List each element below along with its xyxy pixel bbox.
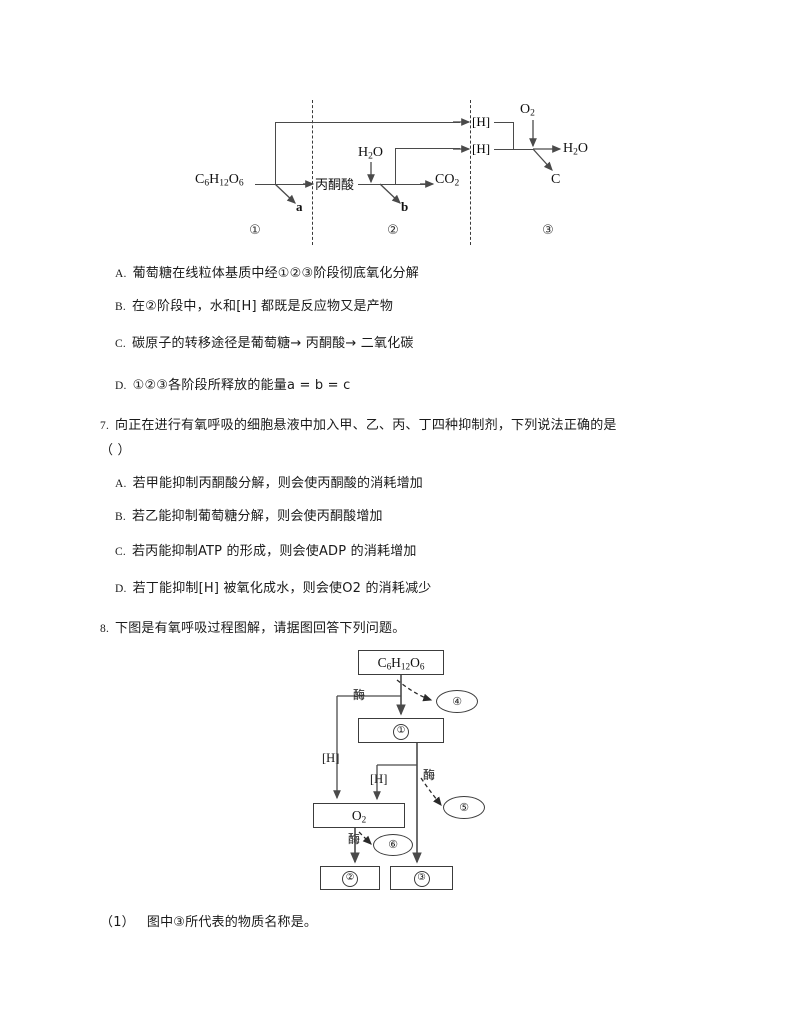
h-bracket-lower-label: [H] (472, 141, 491, 156)
co2-label: CO2 (435, 172, 460, 189)
q6-option-d: D. ①②③各阶段所释放的能量a = b = c (115, 375, 350, 396)
enzyme-label-1: 酶 (353, 688, 366, 702)
stage-number-3: ③ (542, 223, 554, 238)
q6-option-b-text: 在②阶段中，水和[H] 都既是反应物又是产物 (131, 299, 394, 314)
q7-stem-text: 向正在进行有氧呼吸的细胞悬液中加入甲、乙、丙、丁四种抑制剂，下列说法正确的是 (115, 418, 617, 433)
glucose-label: C6H12O6 (195, 172, 244, 189)
line-rail-to-h2 (395, 148, 460, 150)
q7-option-b: B. 若乙能抑制葡萄糖分解，则会使丙酮酸增加 (115, 506, 383, 527)
o2-input-label: O2 (520, 102, 535, 119)
q7-option-b-text: 若乙能抑制葡萄糖分解，则会使丙酮酸增加 (131, 509, 383, 524)
q7-stem-line1: 7. 向正在进行有氧呼吸的细胞悬液中加入甲、乙、丙、丁四种抑制剂，下列说法正确的是 (100, 415, 617, 436)
diagram1-arrows (274, 118, 562, 204)
q8-sub-1-label: （1） (100, 915, 135, 930)
stage-number-1: ① (249, 223, 261, 238)
ellipse-6: ⑥ (373, 834, 413, 856)
stage-divider-2 (470, 100, 471, 245)
q8-sub-1-text: 图中③所代表的物质名称是。 (146, 915, 318, 930)
q7-number: 7. (100, 420, 110, 432)
enzyme-label-2: 酶 (423, 768, 436, 782)
q6-option-a-key: A. (115, 268, 127, 280)
stage-number-2: ② (387, 223, 399, 238)
h-label-2: [H] (370, 772, 388, 786)
q6-option-d-key: D. (115, 380, 127, 392)
q6-option-c: C. 碳原子的转移途径是葡萄糖→ 丙酮酸→ 二氧化碳 (115, 333, 414, 354)
diagram2-arrows (333, 675, 442, 864)
line-riser-stage1 (275, 122, 277, 185)
q7-option-d-key: D. (115, 583, 127, 595)
ellipse-4-label: ④ (452, 695, 462, 708)
box-stage-3: ③ (390, 866, 453, 890)
q7-stem-line2: （ ） (100, 443, 131, 458)
cellular-respiration-stages-diagram: C6H12O6 丙酮酸 H2O CO2 [H] [H] O2 H2O C (195, 100, 605, 250)
glucose-box: C6H12O6 (358, 650, 444, 675)
line-h-merge-vertical (513, 122, 515, 150)
q7-option-a-key: A. (115, 478, 127, 490)
q6-option-d-text: ①②③各阶段所释放的能量a = b = c (132, 378, 351, 393)
box-stage-2: ② (320, 866, 380, 890)
box-3-circled-number: ③ (413, 870, 430, 887)
line-pyruvate-to-co2 (358, 184, 430, 186)
q7-option-d-text: 若丁能抑制[H] 被氧化成水，则会使O2 的消耗减少 (132, 581, 432, 596)
q6-option-a: A. 葡萄糖在线粒体基质中经①②③阶段彻底氧化分解 (115, 263, 419, 284)
line-riser-stage2 (395, 148, 397, 185)
line-h-merge-to-node (513, 149, 533, 151)
q7-option-a: A. 若甲能抑制丙酮酸分解，则会使丙酮酸的消耗增加 (115, 473, 423, 494)
line-h-upper-merge (494, 122, 514, 124)
q8-stem: 8. 下图是有氧呼吸过程图解，请据图回答下列问题。 (100, 618, 405, 639)
q8-sub-1: （1） 图中③所代表的物质名称是。 (100, 912, 317, 933)
aerobic-respiration-flowchart: C6H12O6 ① O2 ② ③ ④ ⑤ ⑥ 酶 酶 酶 [H] [H] (295, 648, 525, 898)
product-carbon-label: C (551, 172, 561, 187)
q6-option-b: B. 在②阶段中，水和[H] 都既是反应物又是产物 (115, 296, 393, 317)
stage-divider-1 (312, 100, 313, 245)
energy-a-label: a (296, 199, 303, 214)
line-top-rail-to-h1 (275, 122, 460, 124)
q7-option-c-key: C. (115, 546, 126, 558)
box-2-circled-number: ② (342, 870, 358, 887)
pyruvate-label: 丙酮酸 (315, 178, 355, 193)
product-water-label: H2O (563, 141, 589, 158)
line-h-lower-merge (494, 149, 514, 151)
enzyme-label-3: 酶 (348, 832, 361, 846)
ellipse-4: ④ (436, 690, 478, 713)
q7-option-b-key: B. (115, 511, 126, 523)
q6-option-b-key: B. (115, 301, 126, 313)
q6-option-c-key: C. (115, 338, 126, 350)
q7-option-c-text: 若丙能抑制ATP 的形成，则会使ADP 的消耗增加 (131, 544, 417, 559)
q6-option-a-text: 葡萄糖在线粒体基质中经①②③阶段彻底氧化分解 (132, 266, 419, 281)
q8-number: 8. (100, 623, 110, 635)
q7-option-c: C. 若丙能抑制ATP 的形成，则会使ADP 的消耗增加 (115, 541, 417, 562)
line-glucose-to-pyruvate (255, 184, 310, 186)
box-1-circled-number: ① (393, 723, 409, 740)
q8-stem-text: 下图是有氧呼吸过程图解，请据图回答下列问题。 (115, 621, 406, 636)
box-stage-1: ① (358, 718, 444, 743)
h-label-1: [H] (322, 751, 340, 765)
q7-option-a-text: 若甲能抑制丙酮酸分解，则会使丙酮酸的消耗增加 (132, 476, 423, 491)
q7-option-d: D. 若丁能抑制[H] 被氧化成水，则会使O2 的消耗减少 (115, 578, 431, 599)
ellipse-5: ⑤ (443, 796, 485, 819)
q6-option-c-text: 碳原子的转移途径是葡萄糖→ 丙酮酸→ 二氧化碳 (131, 336, 414, 351)
ellipse-6-label: ⑥ (388, 838, 398, 851)
energy-b-label: b (401, 199, 409, 214)
o2-box: O2 (313, 803, 405, 828)
water-input-label: H2O (358, 145, 384, 162)
ellipse-5-label: ⑤ (459, 801, 469, 814)
h-bracket-upper-label: [H] (472, 114, 491, 129)
